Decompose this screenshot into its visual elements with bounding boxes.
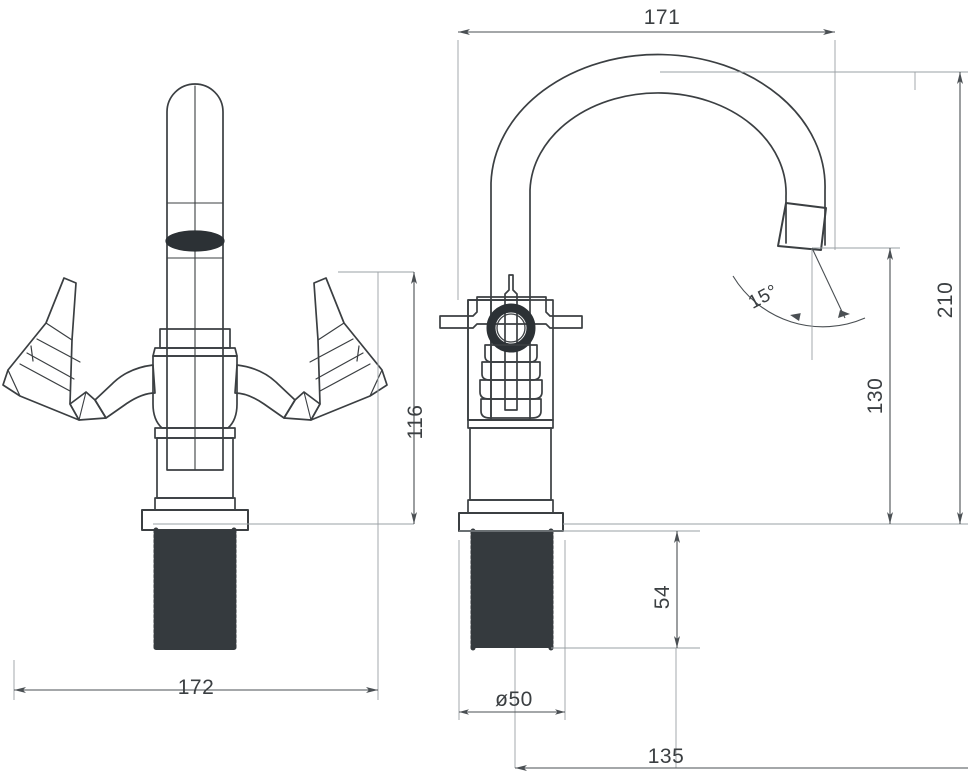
front-handle-right bbox=[309, 277, 388, 421]
dim-label-15deg: 15° bbox=[745, 281, 782, 314]
front-handle-neck-left bbox=[69, 364, 156, 421]
side-collar-rings bbox=[479, 344, 543, 419]
extension-lines bbox=[13, 40, 968, 768]
dim-label-135: 135 bbox=[648, 745, 685, 768]
front-threaded-shank bbox=[153, 527, 237, 653]
dim-arc-15deg bbox=[732, 247, 866, 360]
dim-label-130: 130 bbox=[864, 378, 887, 415]
aerator-opening bbox=[165, 230, 225, 252]
dimension-labels: 172 116 171 210 130 54 ø50 135 15° bbox=[178, 6, 957, 768]
front-handle-neck-right bbox=[234, 364, 321, 421]
front-view bbox=[2, 83, 388, 653]
dim-label-116: 116 bbox=[404, 405, 427, 440]
dim-label-172: 172 bbox=[178, 676, 215, 699]
side-body bbox=[467, 419, 554, 514]
dim-label-171: 171 bbox=[644, 6, 681, 29]
dim-label-o50: ø50 bbox=[495, 688, 533, 711]
side-base-flange bbox=[458, 512, 564, 532]
side-spout-arc bbox=[490, 53, 826, 301]
side-threaded-shank bbox=[470, 528, 554, 651]
dim-label-54: 54 bbox=[651, 585, 674, 609]
dim-label-210: 210 bbox=[934, 282, 957, 319]
dimension-lines bbox=[14, 29, 968, 771]
side-spout-tip bbox=[777, 202, 827, 251]
front-handle-left bbox=[2, 277, 81, 421]
front-spout bbox=[166, 83, 224, 471]
front-base-flange bbox=[141, 509, 249, 531]
side-view bbox=[439, 53, 827, 651]
side-cross-handle bbox=[439, 274, 583, 411]
